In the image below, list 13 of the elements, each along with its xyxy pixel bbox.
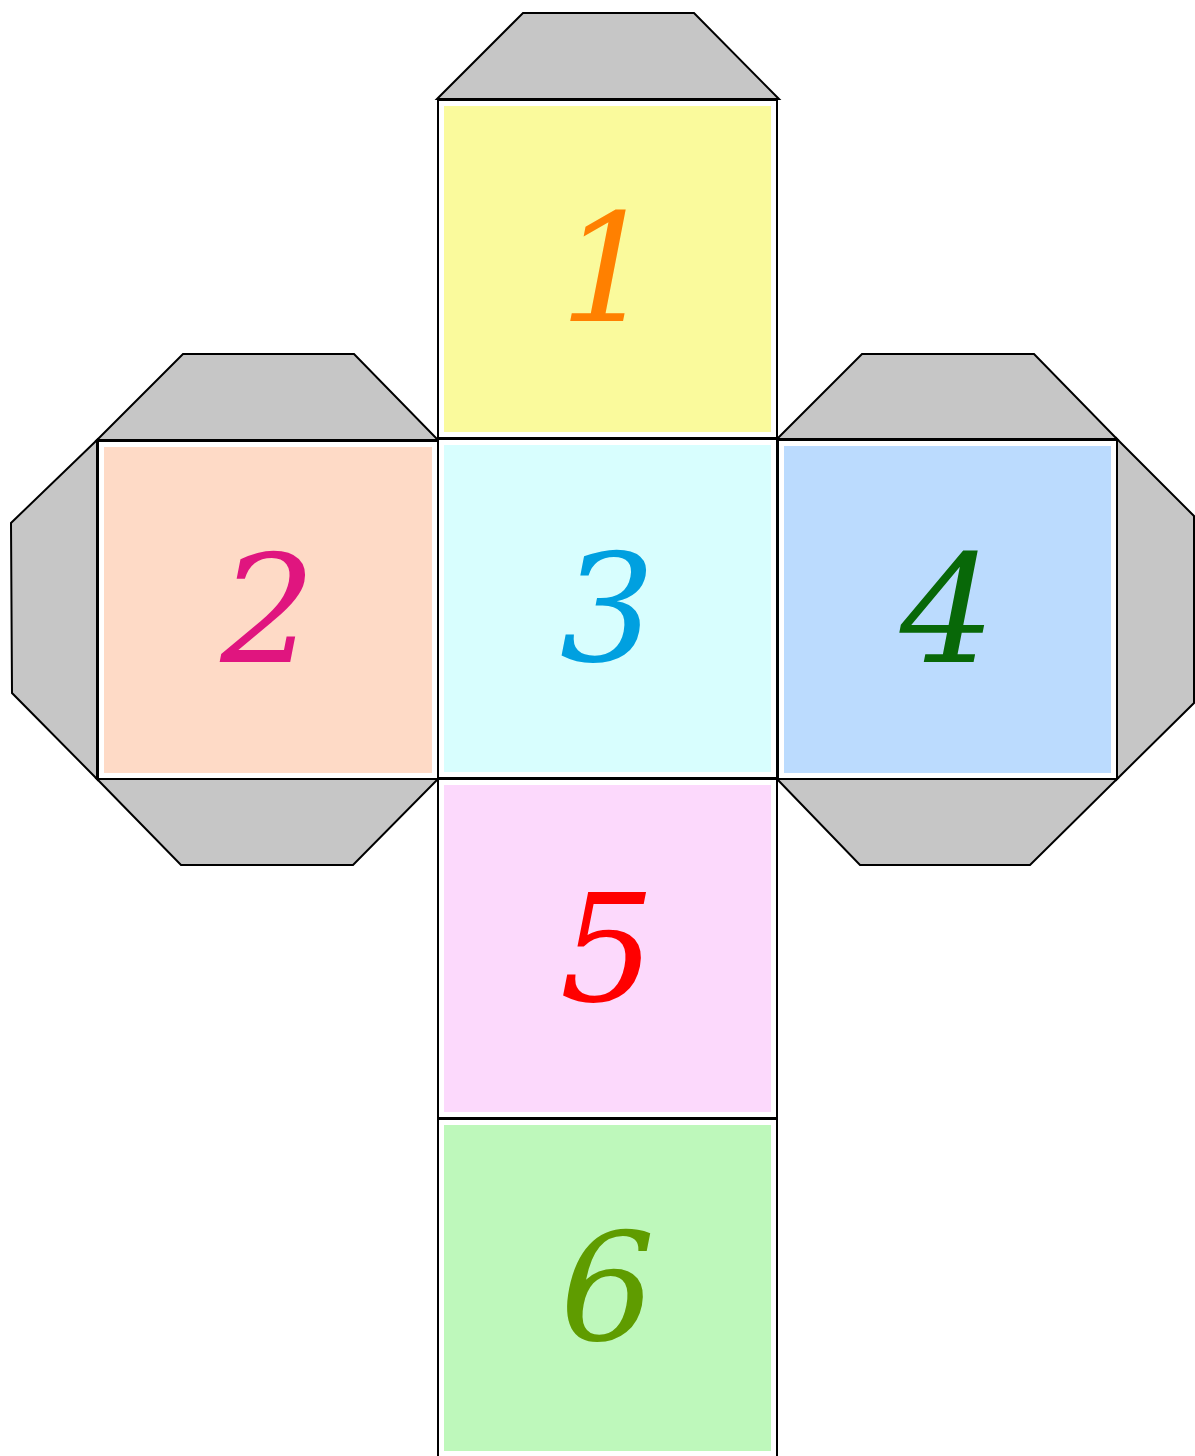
face-number: 4: [899, 534, 996, 685]
cube-face: [437, 778, 778, 1119]
cube-face: [97, 440, 439, 780]
glue-tab: [434, 12, 782, 100]
face-number: 3: [559, 533, 656, 684]
cube-face: [437, 1118, 778, 1456]
face-number: 2: [220, 535, 316, 685]
cube-face: [437, 438, 778, 779]
cube-face: [437, 99, 778, 439]
face-number: 5: [559, 873, 656, 1024]
cube-face: [777, 439, 1118, 780]
face-number: 6: [559, 1213, 656, 1363]
face-number: 1: [559, 194, 656, 344]
